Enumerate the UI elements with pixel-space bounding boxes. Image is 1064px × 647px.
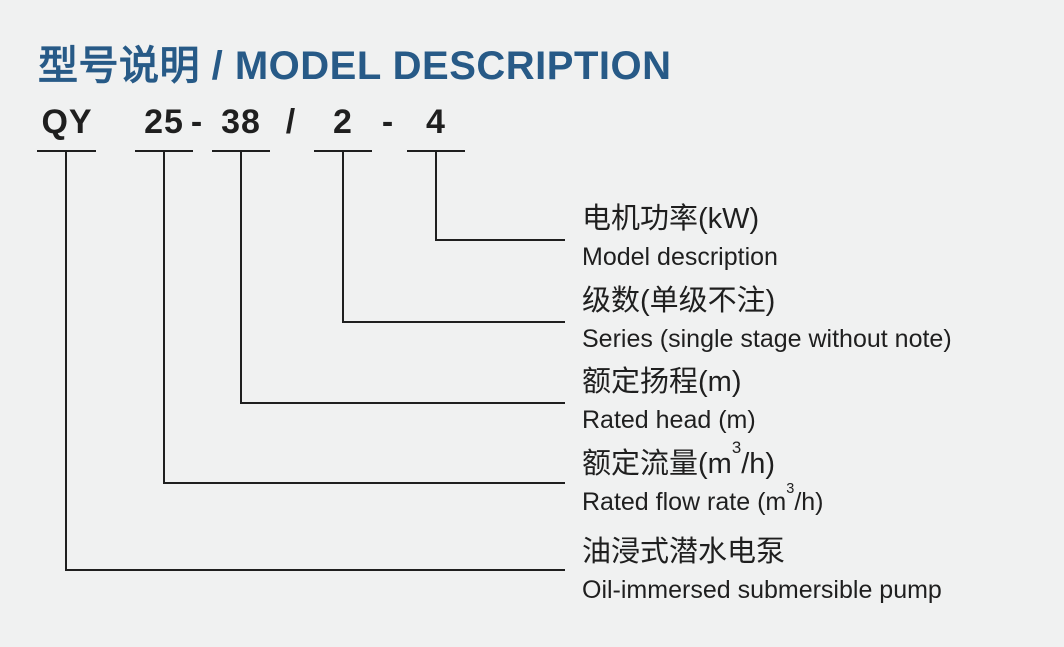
underline-rated-head (212, 150, 270, 152)
code-segment-series: QY (41, 103, 93, 141)
label-rated-flow-en: Rated flow rate (m3/h) (582, 480, 824, 516)
label-stages: 级数(单级不注) Series (single stage without no… (582, 284, 952, 354)
code-segment-rated-head: 38 (221, 103, 261, 141)
label-pump-type-zh: 油浸式潜水电泵 (582, 536, 786, 568)
connector-horizontal-stages (342, 321, 565, 323)
label-rated-head-zh: 额定扬程(m) (582, 366, 742, 398)
connector-vertical-rated-flow (163, 152, 165, 484)
code-separator-dash-2: - (381, 103, 395, 141)
connector-horizontal-pump-type (65, 569, 565, 571)
label-rated-head: 额定扬程(m) Rated head (m) (582, 365, 756, 435)
connector-vertical-pump-type (65, 152, 67, 571)
connector-horizontal-rated-flow (163, 482, 565, 484)
code-segment-motor-power: 4 (426, 103, 446, 141)
underline-series (37, 150, 96, 152)
code-separator-dash-1: - (190, 103, 204, 141)
connector-horizontal-rated-head (240, 402, 565, 404)
superscript-3: 3 (731, 438, 742, 458)
label-pump-type-en: Oil-immersed submersible pump (582, 576, 942, 604)
label-motor-power-zh: 电机功率(kW) (582, 203, 760, 235)
connector-vertical-motor-power (435, 152, 437, 241)
label-stages-zh: 级数(单级不注) (582, 285, 776, 317)
label-pump-type: 油浸式潜水电泵 Oil-immersed submersible pump (582, 535, 942, 605)
code-separator-slash: / (285, 103, 297, 141)
label-stages-en: Series (single stage without note) (582, 325, 952, 353)
underline-stages (314, 150, 372, 152)
label-rated-flow: 额定流量(m3/h) Rated flow rate (m3/h) (582, 438, 824, 517)
underline-rated-flow (135, 150, 193, 152)
connector-vertical-stages (342, 152, 344, 323)
page-title: 型号说明 / MODEL DESCRIPTION (38, 44, 672, 88)
label-motor-power-en: Model description (582, 243, 778, 271)
code-segment-stages: 2 (333, 103, 353, 141)
superscript-3: 3 (786, 480, 795, 497)
connector-vertical-rated-head (240, 152, 242, 404)
label-motor-power: 电机功率(kW) Model description (582, 202, 778, 272)
connector-horizontal-motor-power (435, 239, 565, 241)
underline-motor-power (407, 150, 465, 152)
label-rated-flow-zh: 额定流量(m3/h) (582, 438, 776, 480)
code-segment-rated-flow: 25 (144, 103, 184, 141)
label-rated-head-en: Rated head (m) (582, 406, 756, 434)
